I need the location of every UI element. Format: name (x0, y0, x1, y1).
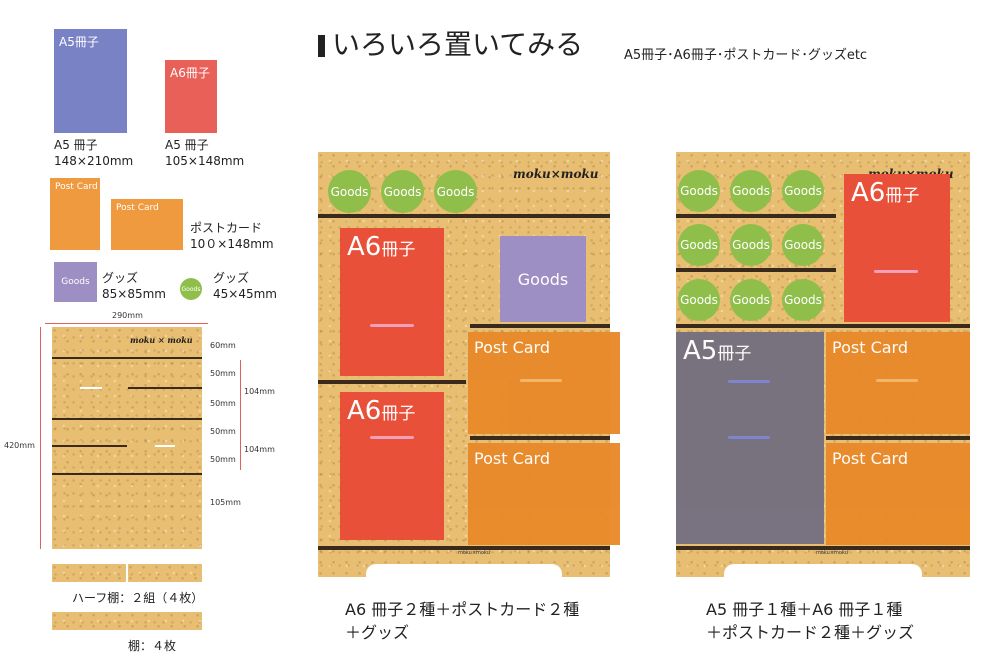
example1: moku×moku Goods Goods Goods A6冊子 Goods P… (318, 152, 620, 582)
legend-postcard-portrait: Post Card (50, 178, 100, 250)
example2-caption-2: ＋ポストカード２種＋グッズ (706, 623, 915, 642)
diagram-board (52, 327, 202, 549)
legend-a6-card-label: A6冊子 (170, 66, 210, 80)
half-shelf-1 (52, 564, 126, 582)
example2-goods-4: Goods (678, 224, 720, 266)
example2-goods-6: Goods (782, 224, 824, 266)
dim-105: 105mm (210, 498, 241, 507)
dim-50-c: 50mm (210, 427, 236, 436)
example1-caption-2: ＋グッズ (345, 623, 410, 642)
legend-goods-circle-size: 45×45mm (213, 287, 277, 301)
legend-a5-name: A5 冊子 (54, 138, 98, 152)
legend-goods-circle-name: グッズ (213, 271, 250, 285)
example1-postcard-2: Post Card (468, 443, 620, 545)
dim-width-label: 290mm (112, 311, 143, 320)
example2-goods-3: Goods (782, 170, 824, 212)
example2-goods-5: Goods (730, 224, 772, 266)
example2-goods-1: Goods (678, 170, 720, 212)
legend-postcard-name: ポストカード (190, 221, 263, 235)
legend-goods-circle-label: Goods (181, 285, 201, 293)
legend-a5-size: 148×210mm (54, 154, 134, 168)
half-shelf-2 (128, 564, 202, 582)
full-shelf-label: 棚：４枚 (128, 639, 177, 653)
dimension-diagram: 290mm moku × moku 420mm 60mm 50mm 50mm 5… (0, 305, 300, 560)
example1-brand: moku×moku (513, 167, 599, 181)
legend-postcard-landscape: Post Card (111, 199, 183, 250)
example1-goods-2: Goods (381, 170, 424, 213)
legend-goods-square-size: 85×85mm (102, 287, 166, 301)
example2-goods-9: Goods (782, 279, 824, 321)
example1-goods-3: Goods (434, 170, 477, 213)
example1-postcard-1: Post Card (468, 332, 620, 434)
dim-50-b: 50mm (210, 399, 236, 408)
example1-goods-square: Goods (500, 236, 586, 322)
page-title: いろいろ置いてみる (332, 28, 584, 61)
example2-caption-1: A5 冊子１種＋A6 冊子１種 (706, 600, 903, 619)
dim-50-d: 50mm (210, 455, 236, 464)
diagram-brand: moku × moku (130, 335, 193, 345)
dim-104-b: 104mm (244, 445, 275, 454)
example1-a6-top: A6冊子 (340, 228, 444, 376)
example2: moku×moku Goods Goods Goods Goods Goods … (676, 152, 986, 582)
dim-104-a: 104mm (244, 387, 275, 396)
dim-height-label: 420mm (4, 441, 35, 450)
example2-a5: A5冊子 (676, 332, 824, 544)
half-shelf-label: ハーフ棚：２組（４枚） (72, 591, 204, 605)
legend-a6-name: A5 冊子 (165, 138, 209, 152)
legend-a5-card: A5冊子 (54, 29, 127, 133)
example2-a6: A6冊子 (844, 174, 950, 322)
example2-brand-small: moku×moku (816, 550, 848, 556)
legend-goods-square: Goods (54, 262, 97, 302)
example2-goods-2: Goods (730, 170, 772, 212)
example1-brand-small: moku×moku (458, 550, 490, 556)
example1-caption-1: A6 冊子２種＋ポストカード２種 (345, 600, 580, 619)
example2-postcard-1: Post Card (826, 332, 970, 434)
legend-postcard-portrait-label: Post Card (55, 182, 98, 192)
legend-a6-card: A6冊子 (165, 60, 217, 133)
legend-goods-circle: Goods (180, 278, 202, 300)
full-shelf (52, 612, 202, 630)
example2-goods-7: Goods (678, 279, 720, 321)
dim-60: 60mm (210, 341, 236, 350)
legend-a5-card-label: A5冊子 (59, 35, 99, 49)
legend-postcard-size: 10０×148mm (190, 237, 274, 251)
example2-goods-8: Goods (730, 279, 772, 321)
legend-a6-size: 105×148mm (165, 154, 245, 168)
legend-goods-square-name: グッズ (102, 271, 139, 285)
example2-postcard-2: Post Card (826, 443, 970, 545)
legend-postcard-landscape-label: Post Card (116, 203, 159, 213)
dim-50-a: 50mm (210, 369, 236, 378)
example1-a6-bottom: A6冊子 (340, 392, 444, 540)
example1-goods-1: Goods (328, 170, 371, 213)
legend-goods-square-label: Goods (61, 277, 90, 287)
title-marker (318, 35, 325, 57)
page-subtitle: A5冊子･A6冊子･ポストカード･グッズetc (624, 48, 868, 63)
